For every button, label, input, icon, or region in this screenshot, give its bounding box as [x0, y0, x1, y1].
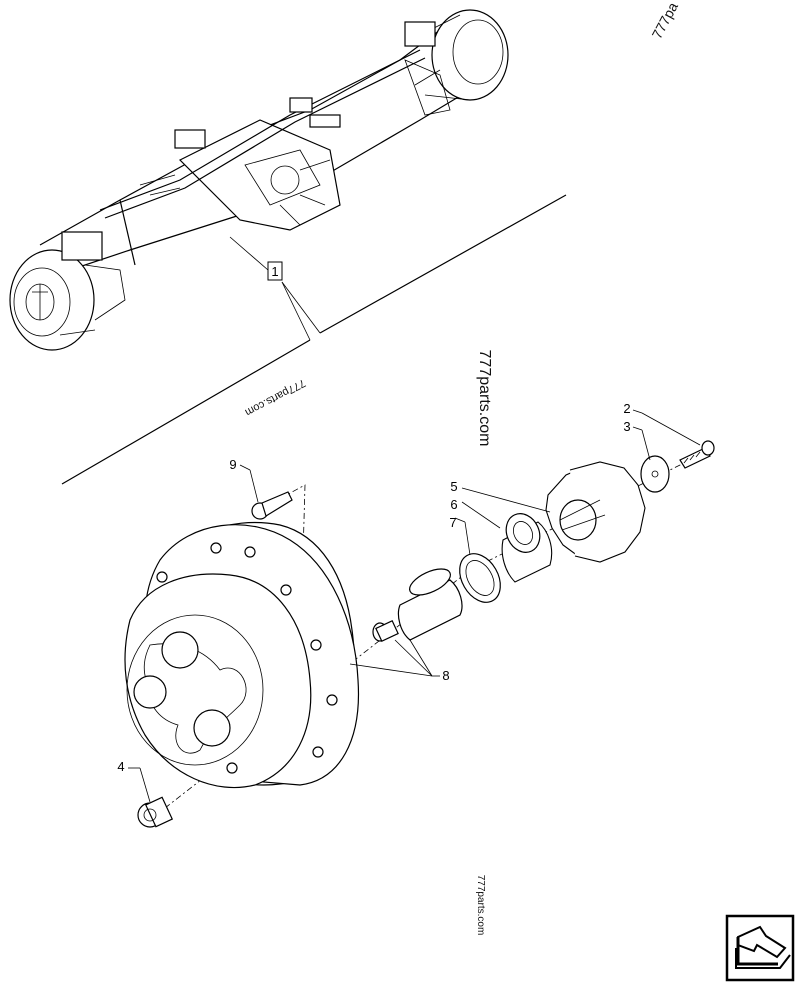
hub-carrier	[124, 521, 360, 789]
planet-pin	[372, 568, 463, 642]
callout-6: 6	[450, 497, 457, 512]
axle-assembly	[9, 9, 509, 351]
right-hub	[404, 9, 509, 116]
watermark-upside-down: 777parts.com	[243, 377, 307, 419]
callout-8: 8	[442, 668, 449, 683]
watermark-vertical-large: 777parts.com	[476, 350, 493, 447]
bolt-2	[679, 440, 715, 469]
callout-1-leaders	[229, 236, 321, 341]
drain-plug	[137, 796, 174, 828]
callout-7: 7	[449, 515, 456, 530]
callout-3: 3	[623, 419, 630, 434]
washer-3	[640, 455, 670, 493]
needle-bearing	[501, 513, 553, 583]
callout-4: 4	[117, 759, 124, 774]
callout-5: 5	[450, 479, 457, 494]
thrust-washer	[459, 553, 501, 603]
planet-gear	[545, 461, 646, 563]
left-hub	[9, 231, 126, 351]
callout-9: 9	[229, 457, 236, 472]
callout-2: 2	[623, 401, 630, 416]
watermark-vertical-small: 777parts.com	[475, 875, 486, 936]
return-arrow-icon[interactable]	[725, 914, 795, 982]
callout-1-box: 1	[267, 261, 283, 281]
screw-9	[251, 491, 293, 520]
callout-1: 1	[271, 264, 278, 279]
watermark-top-right: 777pa	[649, 0, 682, 41]
section-lines	[61, 194, 567, 485]
